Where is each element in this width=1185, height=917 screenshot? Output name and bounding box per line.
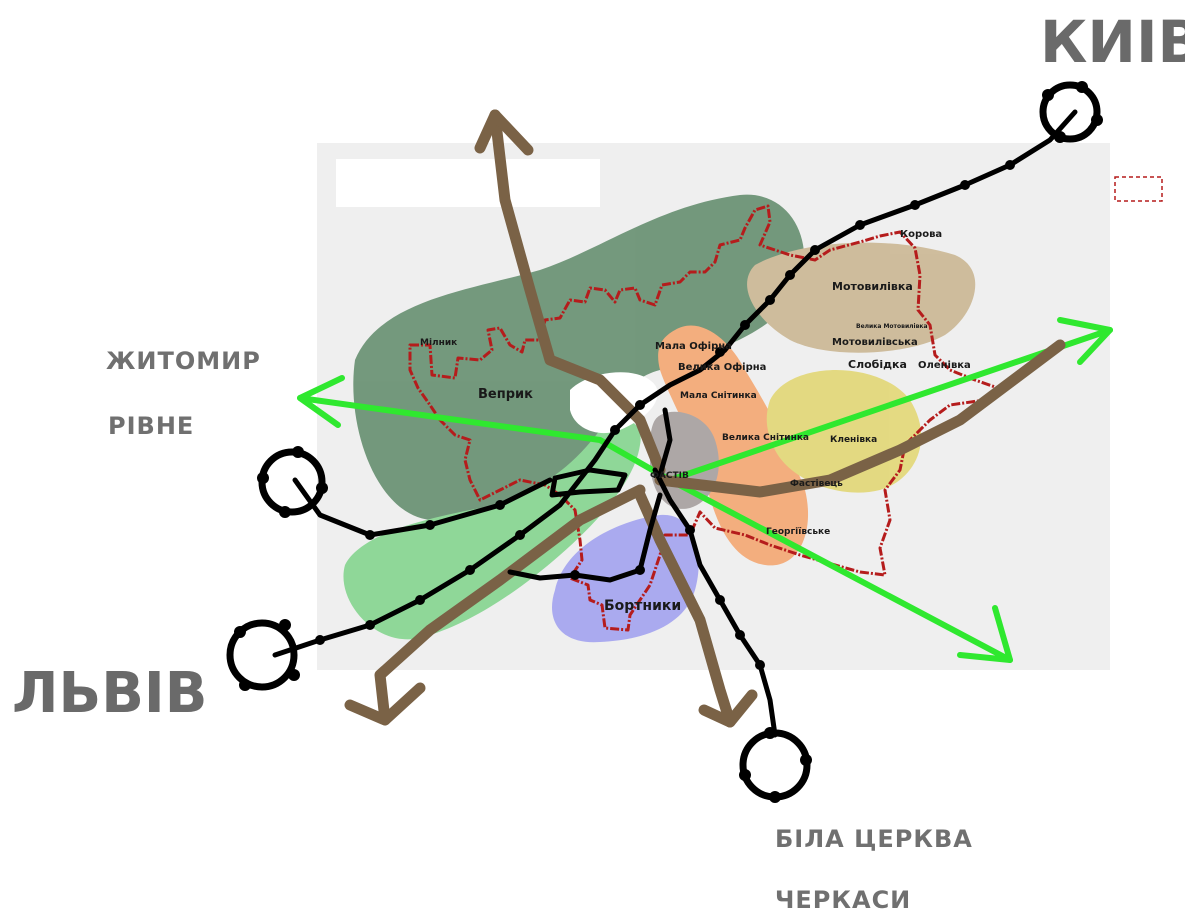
label-velyka-snitynka: Велика Снітинка [722, 432, 809, 443]
label-bila-tserkva: БІЛА ЦЕРКВА [775, 825, 973, 853]
rail-bortnyky [507, 492, 663, 583]
station-dot [1005, 160, 1015, 170]
green-corridors [297, 317, 1113, 663]
corridor-to-south-east-head [957, 605, 1013, 663]
road-north [489, 109, 666, 476]
label-klenivka: Кленівка [830, 434, 877, 445]
ring-dot [316, 482, 328, 494]
road-north-head [474, 109, 534, 156]
label-olenivka: Оленівка [918, 360, 971, 371]
ring-dot [1091, 114, 1103, 126]
ring-dot [279, 619, 291, 631]
station-dot [315, 635, 325, 645]
station-dot [715, 347, 725, 357]
station-dot [765, 295, 775, 305]
ring-dot [292, 446, 304, 458]
zhytomyr-terminal-ring [258, 448, 326, 516]
station-dot [685, 525, 695, 535]
label-mala-snitynka: Мала Снітинка [680, 390, 757, 401]
label-fastiv: ФАСТІВ [650, 471, 689, 481]
rail-branch-north [657, 407, 673, 478]
rail-kyiv-lviv [272, 109, 1078, 658]
rail-stations [315, 160, 1015, 670]
road-southwest-head [344, 682, 426, 726]
label-rivne: РІВНЕ [108, 412, 194, 440]
label-zhytomyr: ЖИТОМИР [106, 347, 261, 375]
station-dot [365, 620, 375, 630]
ring-dot [1054, 131, 1066, 143]
ring-dot [769, 791, 781, 803]
label-lviv: ЛЬВІВ [12, 661, 207, 726]
map-title-box [336, 159, 600, 207]
station-dot [465, 565, 475, 575]
station-dot [755, 660, 765, 670]
rail-junction-loop [549, 467, 628, 498]
corridor-to-south-east [667, 477, 1013, 663]
station-dot [635, 400, 645, 410]
legend-marker [1114, 176, 1163, 202]
ring-dot [1076, 81, 1088, 93]
corridor-to-zhytomyr [297, 395, 673, 483]
station-dot [425, 520, 435, 530]
label-heorhiivske: Георгіївське [766, 526, 830, 537]
corridor-to-kyiv-east-head [1057, 317, 1113, 365]
kyiv-terminal-ring [1039, 81, 1101, 143]
label-motovylivska: Мотовилівська [832, 337, 918, 348]
station-dot [785, 270, 795, 280]
station-dot [570, 570, 580, 580]
ring-dot [279, 506, 291, 518]
road-southwest [374, 484, 646, 726]
corridor-to-kyiv-east [667, 327, 1113, 483]
station-dot [610, 425, 620, 435]
rail-zhytomyr [292, 477, 553, 538]
road-south-head [698, 689, 758, 728]
ring-dot [1042, 89, 1054, 101]
label-slobidka: Слобідка [848, 358, 907, 371]
bila-tserkva-terminal-ring [739, 729, 811, 801]
ring-dot [288, 669, 300, 681]
station-dot [910, 200, 920, 210]
label-kyiv: КИІВ [1040, 8, 1185, 76]
ring-dot [800, 754, 812, 766]
label-mylnyk: Мілник [420, 337, 457, 348]
lviv-terminal-ring [226, 619, 298, 691]
station-dot [960, 180, 970, 190]
ring-dot [739, 769, 751, 781]
zone-orange [658, 325, 809, 566]
station-dot [495, 500, 505, 510]
station-dot [810, 245, 820, 255]
label-fastivets: Фастівець [790, 478, 843, 489]
ring-dot [257, 472, 269, 484]
label-korova: Корова [900, 229, 942, 240]
station-dot [365, 530, 375, 540]
station-dot [515, 530, 525, 540]
corridor-to-zhytomyr-head [297, 375, 345, 428]
station-dot [635, 565, 645, 575]
label-mala-ofirna: Мала Офірна [655, 340, 732, 352]
ring-dot [764, 727, 776, 739]
label-velyka-ofirna: Велика Офірна [678, 361, 766, 373]
label-veprvk: Веприк [478, 387, 533, 402]
label-cherkasy: ЧЕРКАСИ [775, 886, 911, 914]
station-dot [715, 595, 725, 605]
label-velyka-motovylivka: Велика Мотовилівка [856, 323, 928, 330]
label-motovylivka: Мотовилівка [832, 280, 913, 293]
station-dot [740, 320, 750, 330]
village-labels: Корова Мотовилівка Велика Мотовилівка Мо… [420, 229, 971, 614]
ring-dot [239, 679, 251, 691]
city-labels: КИІВ ЛЬВІВ ЖИТОМИР РІВНЕ БІЛА ЦЕРКВА ЧЕР… [12, 8, 1185, 914]
ring-dot [234, 626, 246, 638]
station-dot [855, 220, 865, 230]
station-dot [735, 630, 745, 640]
label-bortnyky: Бортники [604, 598, 681, 614]
road-east [654, 339, 1066, 498]
terminal-ring-dots [234, 81, 1103, 803]
community-boundary [408, 204, 1000, 632]
station-dot [415, 595, 425, 605]
